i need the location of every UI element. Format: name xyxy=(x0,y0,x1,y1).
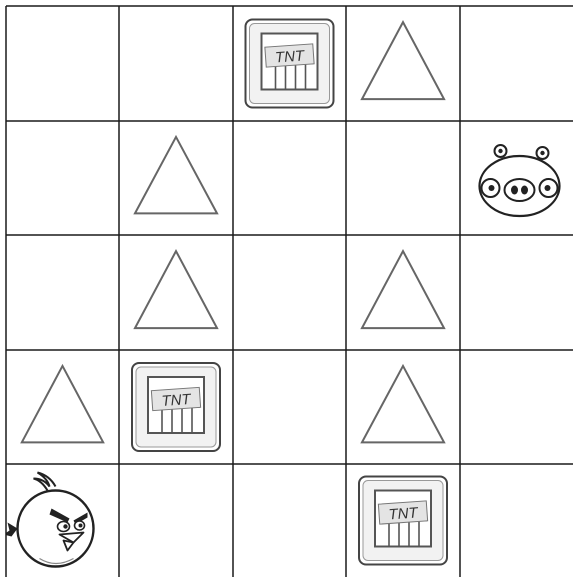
board-cell-empty[interactable] xyxy=(233,121,346,235)
board-cell-triangle[interactable] xyxy=(346,350,460,464)
triangle-obstacle-icon xyxy=(119,121,233,235)
triangle-obstacle-icon xyxy=(346,350,460,464)
red-bird-icon xyxy=(6,464,119,577)
board-cell-triangle[interactable] xyxy=(346,235,460,350)
board-cell-triangle[interactable] xyxy=(6,350,119,464)
board-cell-empty[interactable] xyxy=(460,350,573,464)
board-cell-empty[interactable] xyxy=(119,6,233,121)
tnt-crate-icon: TNT xyxy=(119,350,233,464)
triangle-obstacle-icon xyxy=(6,350,119,464)
triangle-obstacle-icon xyxy=(346,235,460,350)
board-cell-triangle[interactable] xyxy=(346,6,460,121)
board-cell-bird[interactable] xyxy=(6,464,119,577)
board-cell-empty[interactable] xyxy=(233,464,346,577)
board-cell-pig[interactable] xyxy=(460,121,573,235)
board-cell-tnt[interactable]: TNT xyxy=(119,350,233,464)
board-cell-tnt[interactable]: TNT xyxy=(346,464,460,577)
board-cell-triangle[interactable] xyxy=(119,235,233,350)
board-cell-empty[interactable] xyxy=(233,350,346,464)
board-cell-empty[interactable] xyxy=(460,464,573,577)
board-cell-empty[interactable] xyxy=(6,6,119,121)
board-cell-empty[interactable] xyxy=(6,235,119,350)
board-cell-triangle[interactable] xyxy=(119,121,233,235)
green-pig-icon xyxy=(460,121,573,235)
tnt-label: TNT xyxy=(388,504,420,523)
triangle-obstacle-icon xyxy=(346,6,460,121)
board-cell-empty[interactable] xyxy=(233,235,346,350)
board-cell-empty[interactable] xyxy=(6,121,119,235)
board-cell-empty[interactable] xyxy=(346,121,460,235)
board-cell-tnt[interactable]: TNT xyxy=(233,6,346,121)
board-cell-empty[interactable] xyxy=(460,235,573,350)
triangle-obstacle-icon xyxy=(119,235,233,350)
tnt-crate-icon: TNT xyxy=(346,464,460,577)
board-cell-empty[interactable] xyxy=(119,464,233,577)
tnt-label: TNT xyxy=(274,47,306,66)
board-cell-empty[interactable] xyxy=(460,6,573,121)
tnt-crate-icon: TNT xyxy=(233,6,346,121)
tnt-label: TNT xyxy=(161,391,193,410)
